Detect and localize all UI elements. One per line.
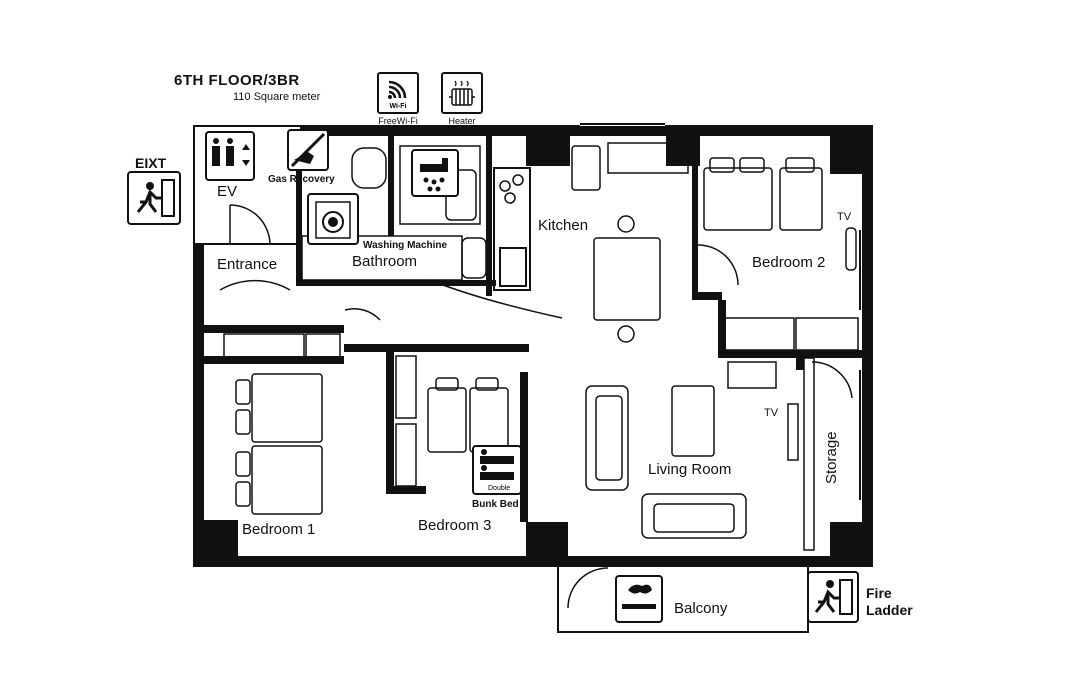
fire-ladder-label-2: Ladder (866, 602, 913, 618)
tv-bedroom-2: TV (837, 211, 852, 223)
room-bedroom-2: Bedroom 2 (752, 254, 825, 271)
bunk-double-label: Double (488, 485, 510, 492)
heater-caption: Heater (448, 116, 476, 126)
wifi-legend: Wi-Fi FreeWi-Fi (376, 72, 420, 126)
wifi-icon: Wi-Fi (377, 72, 419, 114)
exit-label: EIXT (135, 155, 167, 171)
room-ev: EV (217, 183, 237, 200)
furniture (223, 142, 859, 551)
bed (251, 373, 323, 443)
smoking-icon (615, 575, 663, 623)
plan-area: 110 Square meter (233, 91, 321, 103)
fire-ladder-label-1: Fire (866, 585, 892, 601)
wifi-caption: FreeWi-Fi (378, 116, 418, 126)
wifi-badge: Wi-Fi (389, 103, 406, 110)
radiator-icon (441, 72, 483, 114)
room-living: Living Room (648, 461, 731, 478)
bunk-bed-label: Bunk Bed (472, 499, 519, 510)
shower-icon (411, 149, 459, 197)
room-entrance: Entrance (217, 256, 277, 273)
room-bedroom-3: Bedroom 3 (418, 517, 491, 534)
balcony-outline (557, 564, 809, 633)
door-swings (219, 204, 853, 609)
gas-recovery-label: Gas Recovery (268, 174, 335, 185)
elevator-icon (205, 131, 255, 181)
room-bathroom: Bathroom (352, 253, 417, 270)
walls (194, 126, 872, 566)
bed (251, 445, 323, 515)
tv-living: TV (764, 407, 779, 419)
exit-icon (127, 171, 181, 225)
room-storage: Storage (823, 431, 840, 484)
plan-title: 6TH FLOOR/3BR (174, 72, 300, 89)
washing-machine-label: Washing Machine (363, 240, 448, 251)
room-bedroom-1: Bedroom 1 (242, 521, 315, 538)
bunk-bed-icon (472, 445, 522, 495)
no-gas-icon (287, 129, 329, 171)
fire-ladder-icon (807, 571, 859, 623)
room-kitchen: Kitchen (538, 217, 588, 234)
washing-machine-icon (307, 193, 359, 245)
heater-legend: Heater (440, 72, 484, 126)
room-balcony: Balcony (674, 600, 728, 617)
